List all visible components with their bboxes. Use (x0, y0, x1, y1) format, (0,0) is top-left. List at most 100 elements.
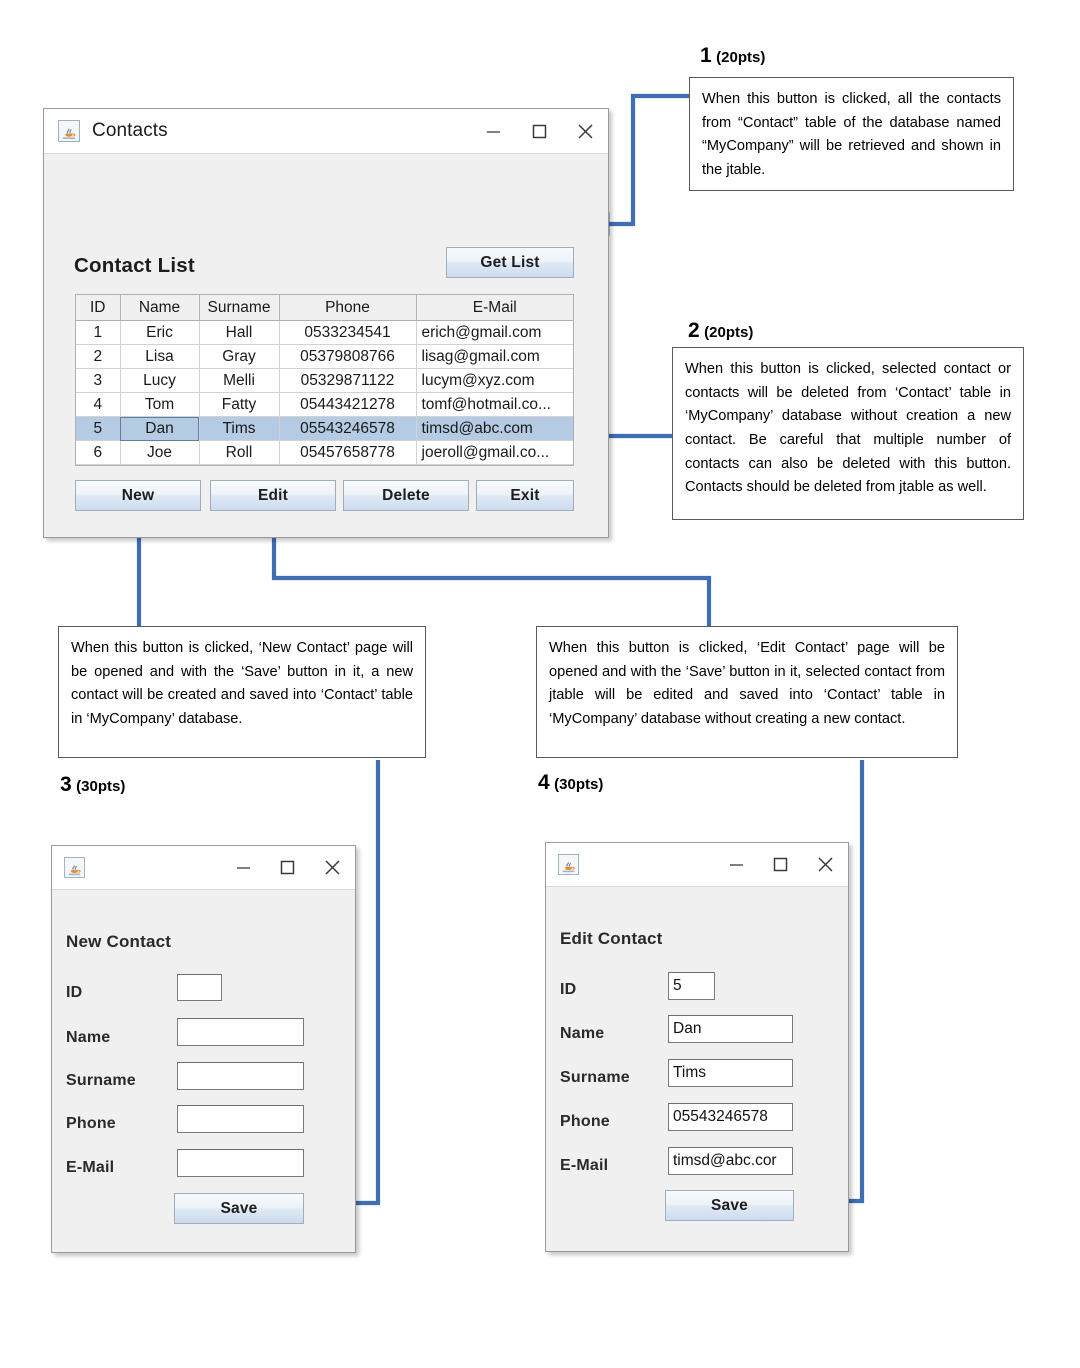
close-button[interactable] (802, 843, 848, 886)
col-surname[interactable]: Surname (199, 295, 280, 321)
cell-phone[interactable]: 05543246578 (279, 416, 417, 441)
save-button[interactable]: Save (174, 1193, 304, 1224)
new-contact-titlebar[interactable] (52, 846, 355, 890)
annotation-4-heading: 4 (30pts) (538, 771, 603, 795)
cell-id[interactable]: 6 (76, 440, 121, 465)
annotation-1-text: When this button is clicked, all the con… (702, 91, 1001, 178)
field-label-id: ID (560, 981, 577, 998)
edit-contact-window: Edit Contact ID 5 Name Dan Surname Tims … (545, 842, 849, 1252)
cell-id[interactable]: 1 (76, 320, 121, 345)
maximize-button[interactable] (758, 843, 802, 886)
field-label-email: E-Mail (66, 1159, 115, 1176)
delete-button[interactable]: Delete (343, 480, 469, 511)
minimize-button[interactable] (221, 846, 265, 889)
col-id[interactable]: ID (76, 295, 121, 321)
cell-surname[interactable]: Gray (199, 344, 280, 369)
field-label-phone: Phone (560, 1113, 610, 1130)
save-button[interactable]: Save (665, 1190, 794, 1221)
cell-email[interactable]: erich@gmail.com (416, 320, 573, 345)
cell-phone[interactable]: 05443421278 (279, 392, 417, 417)
table-row[interactable]: 6 Joe Roll 05457658778 joeroll@gmail.co.… (76, 440, 573, 465)
cell-id[interactable]: 5 (76, 416, 121, 441)
field-label-email: E-Mail (560, 1157, 609, 1174)
annotation-1-box: When this button is clicked, all the con… (689, 77, 1014, 191)
maximize-icon (532, 124, 546, 138)
cell-id[interactable]: 3 (76, 368, 121, 393)
cell-name[interactable]: Dan (120, 416, 200, 441)
name-field[interactable] (177, 1018, 304, 1046)
field-label-surname: Surname (66, 1072, 136, 1089)
table-row[interactable]: 4 Tom Fatty 05443421278 tomf@hotmail.co.… (76, 392, 573, 417)
maximize-button[interactable] (516, 109, 562, 153)
contacts-window: Contacts Contact List Get List (43, 108, 609, 538)
cell-name[interactable]: Lisa (120, 344, 200, 369)
table-row[interactable]: 2 Lisa Gray 05379808766 lisag@gmail.com (76, 344, 573, 369)
edit-contact-titlebar[interactable] (546, 843, 848, 887)
cell-email[interactable]: joeroll@gmail.co... (416, 440, 573, 465)
cell-phone[interactable]: 05457658778 (279, 440, 417, 465)
table-empty-area (76, 465, 573, 466)
annotation-3-box: When this button is clicked, ‘New Contac… (58, 626, 426, 758)
annotation-4-text: When this button is clicked, ‘Edit Conta… (549, 640, 945, 727)
table-row-selected[interactable]: 5 Dan Tims 05543246578 timsd@abc.com (76, 416, 573, 441)
cell-email[interactable]: lucym@xyz.com (416, 368, 573, 393)
annotation-2-number: 2 (688, 319, 700, 342)
exit-button[interactable]: Exit (476, 480, 574, 511)
close-button[interactable] (562, 109, 608, 153)
cell-name[interactable]: Eric (120, 320, 200, 345)
field-label-name: Name (66, 1029, 111, 1046)
minimize-button[interactable] (714, 843, 758, 886)
email-field[interactable] (177, 1149, 304, 1177)
contacts-window-controls (470, 109, 608, 153)
cell-surname[interactable]: Roll (199, 440, 280, 465)
col-name[interactable]: Name (120, 295, 200, 321)
maximize-button[interactable] (265, 846, 309, 889)
annotation-2-text: When this button is clicked, selected co… (685, 361, 1011, 496)
annotation-2-heading: 2 (20pts) (688, 319, 753, 343)
cell-email[interactable]: timsd@abc.com (416, 416, 573, 441)
contacts-titlebar[interactable]: Contacts (44, 109, 608, 154)
table-row[interactable]: 1 Eric Hall 0533234541 erich@gmail.com (76, 320, 573, 345)
contacts-table-body: 1 Eric Hall 0533234541 erich@gmail.com 2… (76, 320, 573, 465)
cell-surname[interactable]: Tims (199, 416, 280, 441)
get-list-button[interactable]: Get List (446, 247, 574, 278)
cell-id[interactable]: 4 (76, 392, 121, 417)
cell-name[interactable]: Joe (120, 440, 200, 465)
cell-email[interactable]: lisag@gmail.com (416, 344, 573, 369)
cell-phone[interactable]: 0533234541 (279, 320, 417, 345)
minimize-button[interactable] (470, 109, 516, 153)
minimize-icon (486, 130, 500, 133)
new-contact-heading: New Contact (66, 932, 172, 951)
java-coffee-cup-icon (558, 854, 579, 875)
contacts-jtable[interactable]: ID Name Surname Phone E-Mail 1 Eric Hall… (76, 295, 573, 465)
cell-email[interactable]: tomf@hotmail.co... (416, 392, 573, 417)
cell-surname[interactable]: Fatty (199, 392, 280, 417)
annotation-1-number: 1 (700, 44, 712, 67)
cell-surname[interactable]: Melli (199, 368, 280, 393)
close-button[interactable] (309, 846, 355, 889)
contacts-table[interactable]: ID Name Surname Phone E-Mail 1 Eric Hall… (75, 294, 574, 466)
annotation-1-heading: 1 (20pts) (700, 44, 765, 68)
new-button[interactable]: New (75, 480, 201, 511)
cell-id[interactable]: 2 (76, 344, 121, 369)
edit-contact-content: Edit Contact ID 5 Name Dan Surname Tims … (546, 887, 848, 1250)
phone-field[interactable]: 05543246578 (668, 1103, 793, 1131)
id-field[interactable] (177, 974, 222, 1001)
phone-field[interactable] (177, 1105, 304, 1133)
col-phone[interactable]: Phone (279, 295, 417, 321)
cell-surname[interactable]: Hall (199, 320, 280, 345)
annotation-3-heading: 3 (30pts) (60, 773, 125, 797)
edit-button[interactable]: Edit (210, 480, 336, 511)
cell-phone[interactable]: 05329871122 (279, 368, 417, 393)
cell-name[interactable]: Tom (120, 392, 200, 417)
surname-field[interactable]: Tims (668, 1059, 793, 1087)
col-email[interactable]: E-Mail (416, 295, 573, 321)
email-field[interactable]: timsd@abc.cor (668, 1147, 793, 1175)
surname-field[interactable] (177, 1062, 304, 1090)
id-field[interactable]: 5 (668, 972, 715, 1000)
name-field[interactable]: Dan (668, 1015, 793, 1043)
cell-phone[interactable]: 05379808766 (279, 344, 417, 369)
table-row[interactable]: 3 Lucy Melli 05329871122 lucym@xyz.com (76, 368, 573, 393)
cell-name[interactable]: Lucy (120, 368, 200, 393)
annotation-2-points: (20pts) (704, 324, 754, 341)
